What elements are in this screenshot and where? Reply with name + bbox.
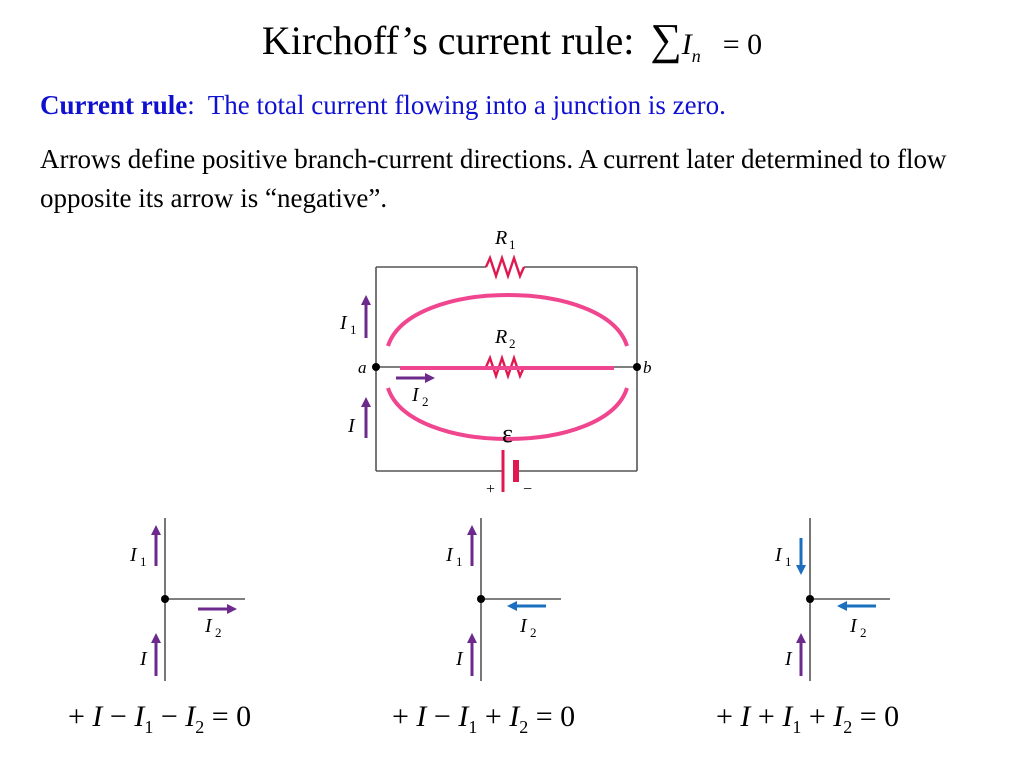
eq3-sign0: + [716, 700, 733, 733]
eq1-sign1: − [109, 700, 127, 733]
r2-label-sub: 2 [509, 336, 516, 351]
emf-label: ε [502, 419, 513, 448]
rule-label: Current rule [40, 90, 188, 120]
equation-2: + I − I1 + I2 = 0 [392, 700, 575, 738]
loop-upper [386, 293, 629, 347]
j2-i2-sub: 2 [530, 625, 537, 640]
j2-i-label: I [455, 648, 464, 670]
j2-i1-label: I [445, 544, 454, 566]
eq1-var2: I [185, 700, 196, 733]
eq2-var2: I [509, 700, 520, 733]
eq1-sub1: 1 [144, 717, 154, 737]
j2-i1-sub: 1 [456, 554, 463, 569]
eq2-rhs: = 0 [535, 700, 576, 733]
i1-label-main: I [339, 312, 348, 334]
eq3-sign2: + [808, 700, 826, 733]
equation-3: + I + I1 + I2 = 0 [716, 700, 899, 738]
j1-i2-label: I [204, 615, 213, 637]
node-b-dot [633, 363, 641, 371]
current-rule-statement: Current rule: The total current flowing … [40, 90, 726, 121]
battery-plus: + [486, 481, 495, 498]
loop-lower [386, 387, 629, 441]
eq3-sign1: + [757, 700, 775, 733]
title-sub: n [691, 46, 701, 66]
j2-i2-label: I [519, 615, 528, 637]
eq3-sub2: 2 [843, 717, 853, 737]
rule-text: The total current flowing into a junctio… [207, 90, 726, 120]
sum-symbol: ∑ [650, 15, 682, 64]
j1-i2-sub: 2 [215, 625, 222, 640]
j1-i1-sub: 1 [140, 554, 147, 569]
title-var: I [681, 28, 692, 61]
eq1-rhs: = 0 [211, 700, 252, 733]
i-label: I [347, 415, 356, 437]
eq1-sub2: 2 [195, 717, 205, 737]
eq2-sub2: 2 [519, 717, 529, 737]
resistor-r1 [484, 254, 526, 280]
j3-i2-sub: 2 [860, 625, 867, 640]
i2-label-sub: 2 [422, 394, 429, 409]
eq2-sub1: 1 [468, 717, 478, 737]
eq2-var1: I [458, 700, 469, 733]
eq1-var0: I [92, 700, 103, 733]
node-b-label: b [643, 358, 652, 377]
rule-colon: : [187, 90, 195, 120]
r1-label-sub: 1 [509, 237, 516, 252]
j3-i1-label: I [774, 544, 783, 566]
equation-1: + I − I1 − I2 = 0 [68, 700, 251, 738]
eq3-var1: I [782, 700, 793, 733]
eq3-sub1: 1 [792, 717, 802, 737]
eq3-var2: I [833, 700, 844, 733]
r2-label-main: R [494, 326, 507, 348]
title-text: Kirchoff’s current rule: [261, 18, 635, 63]
eq2-sign2: + [484, 700, 502, 733]
eq1-sign2: − [160, 700, 178, 733]
battery-minus: − [523, 481, 532, 498]
eq1-var1: I [134, 700, 145, 733]
j3-i1-sub: 1 [785, 554, 792, 569]
j3-i2-label: I [849, 615, 858, 637]
i2-label-main: I [411, 384, 420, 406]
eq1-sign0: + [68, 700, 85, 733]
node-a-dot [372, 363, 380, 371]
eq3-rhs: = 0 [859, 700, 900, 733]
eq2-sign1: − [433, 700, 451, 733]
j3-i-label: I [784, 648, 793, 670]
title-equals: = 0 [722, 28, 763, 61]
explanation-paragraph: Arrows define positive branch-current di… [40, 144, 947, 213]
junction-diagram-3 [796, 518, 890, 681]
i1-label-sub: 1 [350, 322, 357, 337]
eq2-var0: I [416, 700, 427, 733]
junction-diagram-2 [467, 518, 561, 681]
r1-label-main: R [494, 227, 507, 249]
node-a-label: a [358, 358, 367, 377]
eq3-var0: I [740, 700, 751, 733]
j1-i1-label: I [129, 544, 138, 566]
circuit-figure: + − ε a b R 1 R 2 I 1 I I 2 I 1 I 2 I I … [129, 227, 890, 681]
j1-i-label: I [139, 648, 148, 670]
junction-diagram-1 [151, 518, 245, 681]
slide-title: Kirchoff’s current rule: ∑In = 0 [0, 14, 1024, 74]
battery-icon [501, 450, 519, 492]
eq2-sign0: + [392, 700, 409, 733]
